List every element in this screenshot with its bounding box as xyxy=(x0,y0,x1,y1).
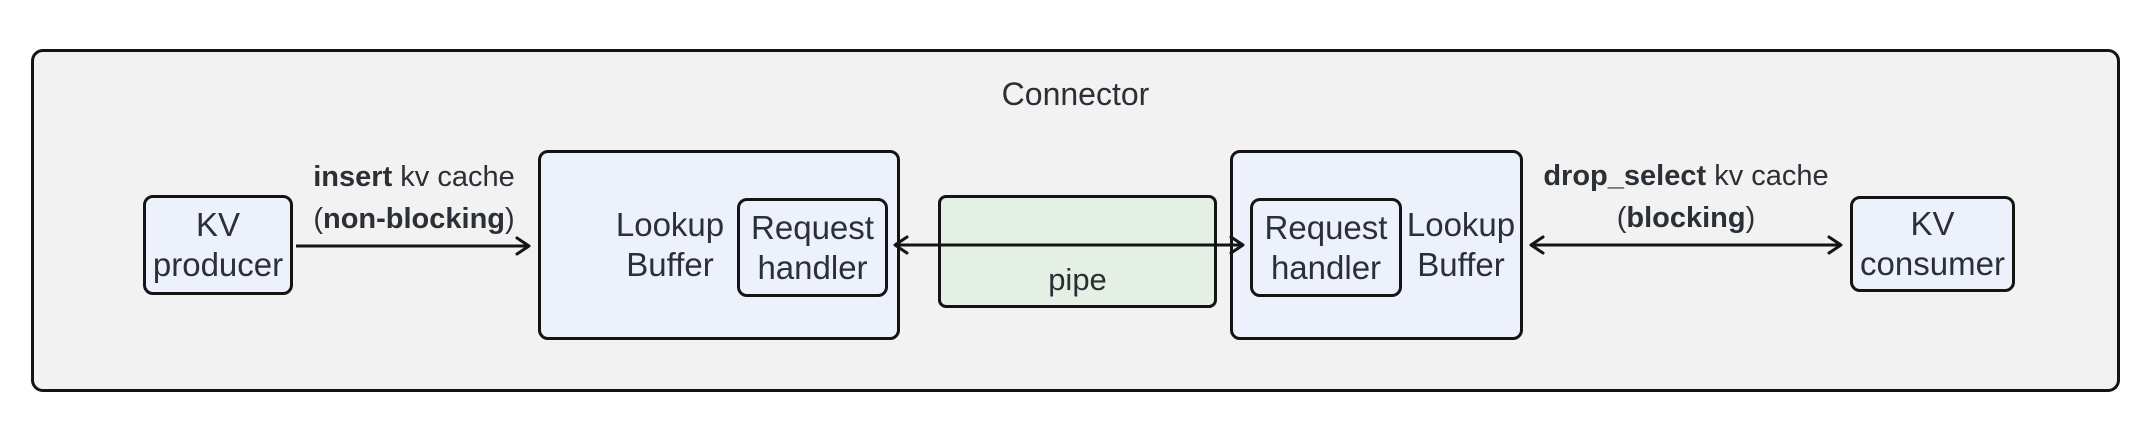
lookup-buffer-right-label: Lookup Buffer xyxy=(1399,153,1523,337)
pipe-label: pipe xyxy=(1048,262,1107,297)
edge-label-drop-line1: drop_select kv cache xyxy=(1526,155,1846,197)
request-handler-right-label-line2: handler xyxy=(1270,248,1382,286)
edge-label-insert-paren-open: ( xyxy=(313,203,323,235)
connector-title: Connector xyxy=(1001,76,1150,112)
edge-label-drop-paren-open: ( xyxy=(1616,202,1627,234)
edge-label-insert-paren-bold: non-blocking xyxy=(322,203,506,235)
node-lookup-buffer-left: Lookup Buffer Request handler xyxy=(538,150,900,340)
kv-producer-label-line2: producer xyxy=(152,246,284,283)
request-handler-left-label-line2: handler xyxy=(757,248,868,286)
edge-label-drop-paren-bold: blocking xyxy=(1626,202,1746,234)
lookup-buffer-left-label: Lookup Buffer xyxy=(570,153,770,337)
node-kv-producer: KV producer xyxy=(143,195,293,295)
edge-label-insert-bold: insert xyxy=(313,161,393,193)
edge-label-drop-paren-close: ) xyxy=(1745,202,1756,234)
lookup-buffer-right-label-line2: Buffer xyxy=(1417,246,1505,283)
edge-label-insert-line2: (non-blocking) xyxy=(254,198,574,240)
edge-label-insert-rest: kv cache xyxy=(392,161,515,193)
request-handler-right-label-line1: Request xyxy=(1264,208,1388,246)
node-lookup-buffer-right: Request handler Lookup Buffer xyxy=(1230,150,1523,340)
edge-label-drop-line2: (blocking) xyxy=(1526,197,1846,239)
lookup-buffer-right-label-line1: Lookup xyxy=(1406,206,1516,243)
node-request-handler-right: Request handler xyxy=(1250,198,1402,297)
node-kv-consumer: KV consumer xyxy=(1850,196,2015,292)
edge-label-insert-paren-close: ) xyxy=(505,203,515,235)
node-pipe: pipe xyxy=(938,195,1217,308)
kv-consumer-label-line1: KV xyxy=(1910,205,1955,242)
node-request-handler-left: Request handler xyxy=(737,198,888,297)
edge-label-insert-kv-cache: insert kv cache (non-blocking) xyxy=(254,156,574,240)
lookup-buffer-left-label-line2: Buffer xyxy=(626,246,714,283)
kv-consumer-label-line2: consumer xyxy=(1860,245,2005,282)
edge-label-insert-line1: insert kv cache xyxy=(254,156,574,198)
edge-label-drop-rest: kv cache xyxy=(1706,160,1829,192)
kv-producer-label-line1: KV xyxy=(195,206,241,243)
lookup-buffer-left-label-line1: Lookup xyxy=(615,206,725,243)
request-handler-left-label-line1: Request xyxy=(751,208,874,246)
edge-label-drop-select-kv-cache: drop_select kv cache (blocking) xyxy=(1526,155,1846,239)
edge-label-drop-bold: drop_select xyxy=(1543,160,1707,192)
